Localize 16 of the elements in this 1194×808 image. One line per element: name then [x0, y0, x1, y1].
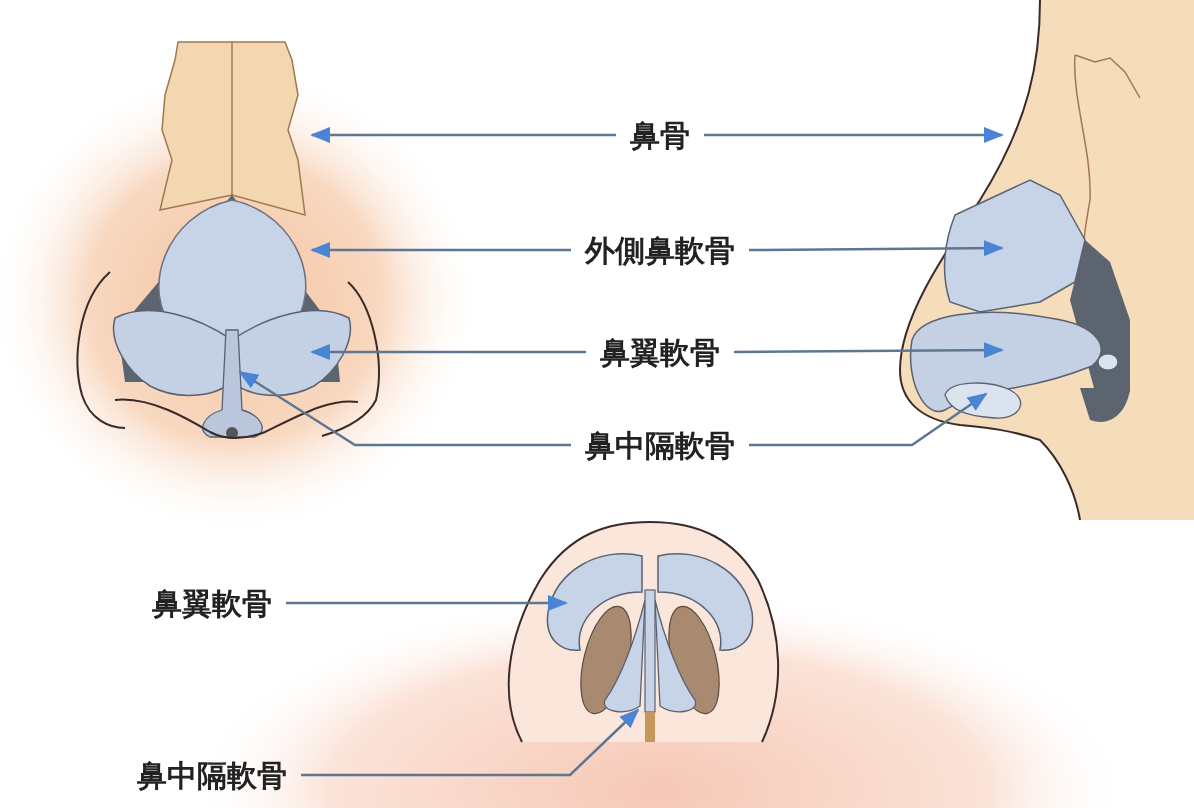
part-label: 鼻中隔軟骨 [137, 758, 287, 792]
leader-arrow [238, 370, 571, 447]
part-label: 外側鼻軟骨 [585, 233, 735, 267]
leader-arrow [734, 342, 1004, 359]
part-label: 鼻翼軟骨 [600, 335, 720, 369]
leader-arrow [301, 708, 640, 777]
leader-arrow [310, 127, 616, 143]
leader-arrow [749, 240, 1004, 257]
leader-arrow [749, 392, 988, 447]
leader-arrow [704, 127, 1004, 143]
leader-arrow [310, 344, 586, 360]
leader-arrow [310, 242, 571, 258]
part-label: 鼻中隔軟骨 [585, 428, 735, 462]
part-label: 鼻翼軟骨 [152, 586, 272, 620]
leader-arrow [286, 595, 568, 611]
part-label: 鼻骨 [630, 118, 690, 152]
